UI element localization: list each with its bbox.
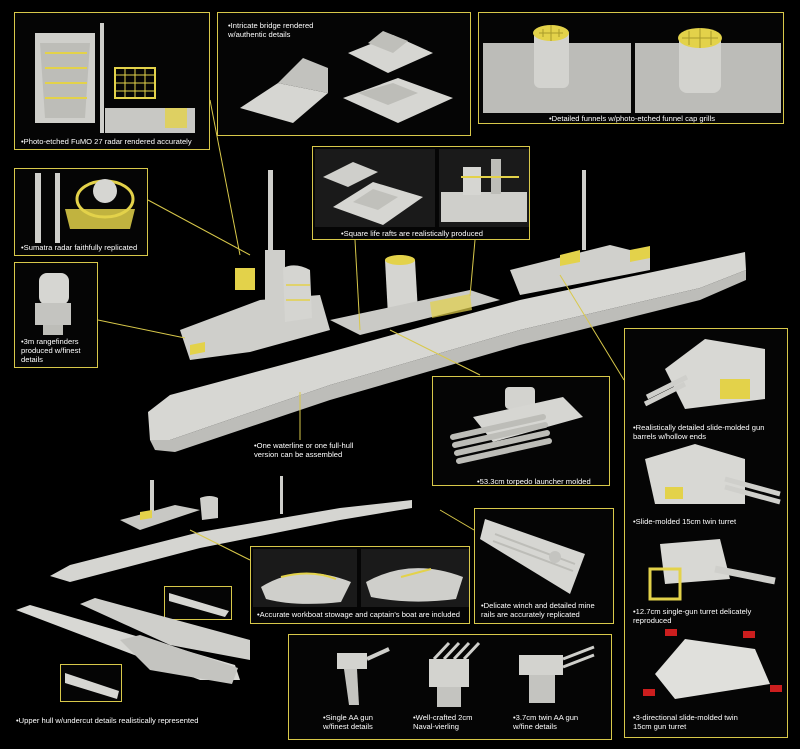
single-turret-label: 12.7cm single-gun turret delicately repr… [633,607,751,625]
workboat-panel: Accurate workboat stowage and captain's … [250,546,470,624]
torpedo-label: 53.3cm torpedo launcher molded [477,477,591,486]
funnels-panel: Detailed funnels w/photo-etched funnel c… [478,12,784,124]
fumo-radar-panel: Photo-etched FuMO 27 radar rendered accu… [14,12,210,150]
sumatra-radar-label: Sumatra radar faithfully replicated [21,243,138,252]
waterline-label: One waterline or one full-hull version c… [254,441,353,459]
rangefinder-panel: 3m rangefinders produced w/finest detail… [14,262,98,368]
upper-hull-label: Upper hull w/undercut details realistica… [16,716,199,725]
rangefinder-render [35,273,71,335]
fumo-radar-render [35,23,195,133]
bridge-panel: Intricate bridge rendered w/authentic de… [217,12,471,136]
liferafts-label: Square life rafts are realistically prod… [341,229,483,238]
hull-detail-render-right [169,593,229,617]
three-dir-turret-label: 3-directional slide-molded twin 15cm gun… [633,713,738,731]
aa-guns-panel: Single AA gun w/finest details Well-craf… [288,634,612,740]
bridge-render [240,31,453,123]
funnels-label: Detailed funnels w/photo-etched funnel c… [549,114,715,123]
liferafts-panel: Square life rafts are realistically prod… [312,146,530,240]
bridge-label: Intricate bridge rendered w/authentic de… [228,21,313,39]
aa-guns-render [337,641,595,707]
hull-detail-render-left [65,673,119,699]
gun-turrets-panel: Realistically detailed slide-molded gun … [624,328,788,738]
torpedo-render [450,387,583,464]
fumo-radar-label: Photo-etched FuMO 27 radar rendered accu… [21,137,192,146]
hull-detail-inset-left [60,664,122,702]
gun-turrets-render [643,339,782,699]
winch-panel: Delicate winch and detailed mine rails a… [474,508,614,624]
single-aa-label: Single AA gun w/finest details [323,713,373,731]
twin-turret-label: Slide-molded 15cm twin turret [633,517,736,526]
workboat-label: Accurate workboat stowage and captain's … [257,610,460,619]
sumatra-radar-panel: Sumatra radar faithfully replicated [14,168,148,256]
winch-render [480,519,585,594]
sumatra-radar-render [35,173,135,243]
gun-barrels-label: Realistically detailed slide-molded gun … [633,423,764,441]
hull-detail-inset-right [164,586,232,620]
liferafts-render [315,149,529,227]
rangefinder-label: 3m rangefinders produced w/finest detail… [21,337,81,364]
twin-aa-label: 3.7cm twin AA gun w/fine details [513,713,578,731]
torpedo-panel: 53.3cm torpedo launcher molded [432,376,610,486]
winch-label: Delicate winch and detailed mine rails a… [481,601,595,619]
vierling-label: Well-crafted 2cm Naval-vierling [413,713,473,731]
funnels-render [483,25,781,113]
